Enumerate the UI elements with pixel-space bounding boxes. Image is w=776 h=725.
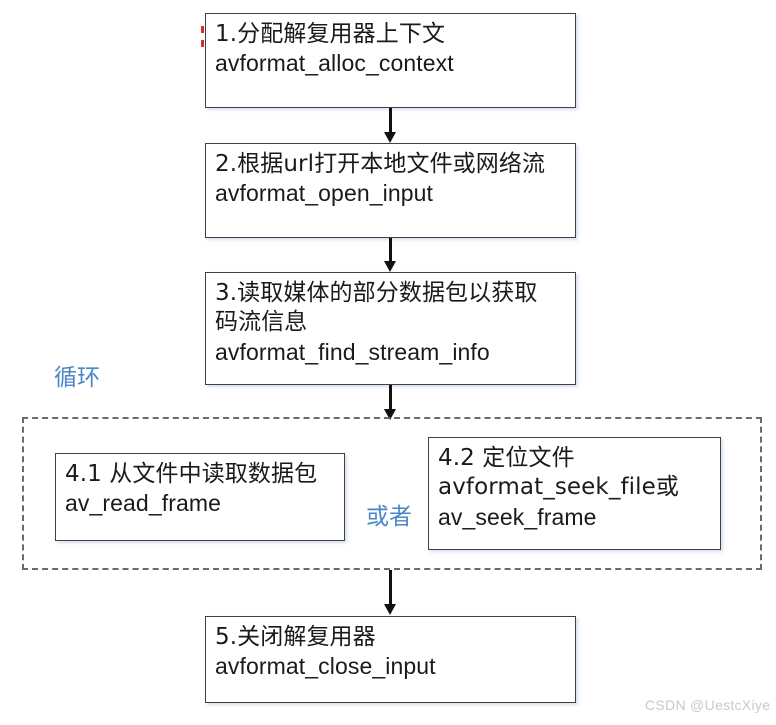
red-ink-artifact [201,26,204,33]
node-step3[interactable]: 3.读取媒体的部分数据包以获取 码流信息 avformat_find_strea… [205,272,576,385]
node-step2-line-2: avformat_open_input [215,180,433,207]
node-step5-line-2: avformat_close_input [215,653,436,680]
node-step4-2-line-2: avformat_seek_file或 [438,474,679,501]
red-ink-artifact [201,40,204,47]
loop-container [22,417,762,570]
node-step4-2[interactable]: 4.2 定位文件 avformat_seek_file或 av_seek_fra… [428,437,721,550]
node-step4-1-line-2: av_read_frame [65,490,221,517]
node-step4-2-line-1: 4.2 定位文件 [438,445,575,471]
node-step5[interactable]: 5.关闭解复用器 avformat_close_input [205,616,576,703]
node-step1-line-1: 1.分配解复用器上下文 [215,21,446,47]
node-step3-line-2: 码流信息 [215,309,308,336]
node-step3-line-1: 3.读取媒体的部分数据包以获取 [215,280,538,306]
node-step4-2-line-3: av_seek_frame [438,503,597,530]
node-step4-1-line-1: 4.1 从文件中读取数据包 [65,461,318,487]
loop-label: 循环 [54,365,100,391]
or-label: 或者 [366,504,412,530]
node-step4-1[interactable]: 4.1 从文件中读取数据包 av_read_frame [55,453,345,541]
node-step3-line-3: avformat_find_stream_info [215,338,490,365]
node-step2[interactable]: 2.根据url打开本地文件或网络流 avformat_open_input [205,143,576,238]
node-step1[interactable]: 1.分配解复用器上下文 avformat_alloc_context [205,13,576,108]
node-step1-line-2: avformat_alloc_context [215,50,454,77]
node-step2-line-1: 2.根据url打开本地文件或网络流 [215,151,546,177]
node-step5-line-1: 5.关闭解复用器 [215,624,376,650]
watermark: CSDN @UestcXiye [645,697,771,713]
